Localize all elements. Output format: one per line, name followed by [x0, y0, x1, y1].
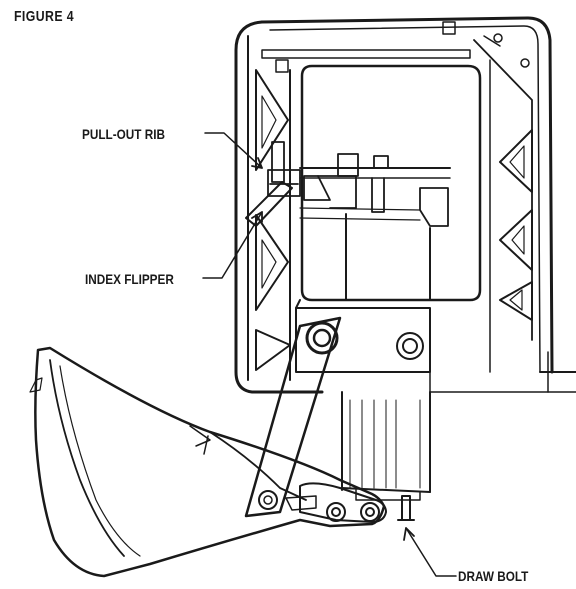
jaw-scoop: [29, 346, 386, 578]
leader-index-flipper: [202, 211, 263, 279]
callout-draw-bolt: DRAW BOLT: [458, 568, 529, 584]
draw-bolt-part: [397, 495, 415, 521]
leader-lines: [202, 132, 457, 577]
jaw-pivots: [285, 482, 387, 523]
lower-block: [295, 299, 431, 501]
leader-pull-out-rib: [204, 132, 263, 169]
right-truss: [473, 35, 533, 373]
index-flipper-part: [245, 181, 293, 227]
callout-pull-out-rib: PULL-OUT RIB: [82, 126, 165, 142]
left-truss: [255, 69, 291, 381]
housing-frame: [234, 16, 554, 394]
link-arm: [244, 316, 342, 518]
leader-draw-bolt: [405, 527, 457, 577]
central-window: [300, 64, 482, 302]
right-shelf: [429, 351, 576, 393]
callout-index-flipper: INDEX FLIPPER: [85, 271, 174, 287]
index-mechanism: [267, 141, 451, 301]
figure-title: FIGURE 4: [14, 8, 75, 25]
